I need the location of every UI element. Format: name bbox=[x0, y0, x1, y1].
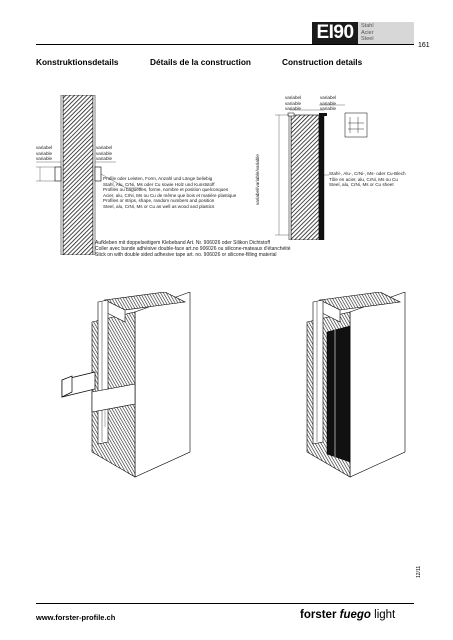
left-section-drawing bbox=[36, 95, 142, 255]
brand-forster: forster bbox=[300, 609, 337, 621]
sheet-code: 12/11 bbox=[416, 565, 422, 578]
title-german: Konstruktionsdetails bbox=[36, 57, 119, 67]
footer-rule bbox=[36, 603, 414, 604]
material-fr: Acier bbox=[361, 29, 374, 36]
profile-note: Profile oder Leisten, Form, Anzahl und L… bbox=[103, 176, 237, 209]
right-variable-label-1: variabel variable variable bbox=[285, 95, 302, 112]
left-variable-label-2: variabel variable variable bbox=[96, 145, 113, 162]
right-vertical-label: variabel/variable/variable bbox=[255, 154, 260, 205]
page-number: 161 bbox=[418, 42, 430, 49]
left-isometric-drawing bbox=[61, 292, 191, 478]
right-section-drawing bbox=[275, 104, 368, 240]
brand-light: light bbox=[374, 609, 396, 621]
website-link[interactable]: www.forster-profile.ch bbox=[36, 613, 116, 622]
material-box: Stahl Acier Steel bbox=[358, 22, 414, 44]
adhesive-note: Aufkleben mit doppelseitigem Klebeband A… bbox=[95, 240, 291, 258]
left-variable-label-1: variabel variable variable bbox=[36, 145, 53, 162]
material-en: Steel bbox=[361, 36, 374, 42]
header-rule bbox=[36, 44, 414, 45]
right-variable-label-2: variabel variable variable bbox=[320, 95, 337, 112]
title-french: Détails de la construction bbox=[150, 57, 251, 67]
product-code-badge: EI90 bbox=[312, 22, 358, 44]
brand-fuego: fuego bbox=[339, 609, 371, 621]
material-de: Stahl bbox=[361, 23, 374, 29]
right-isometric-drawing bbox=[306, 292, 406, 478]
title-english: Construction details bbox=[282, 57, 363, 67]
brand-logo: forster fuego light bbox=[300, 608, 395, 622]
sheet-note: Stahl-, Alu-, CrNi-, Ms- oder Cu-Blech T… bbox=[329, 171, 406, 188]
